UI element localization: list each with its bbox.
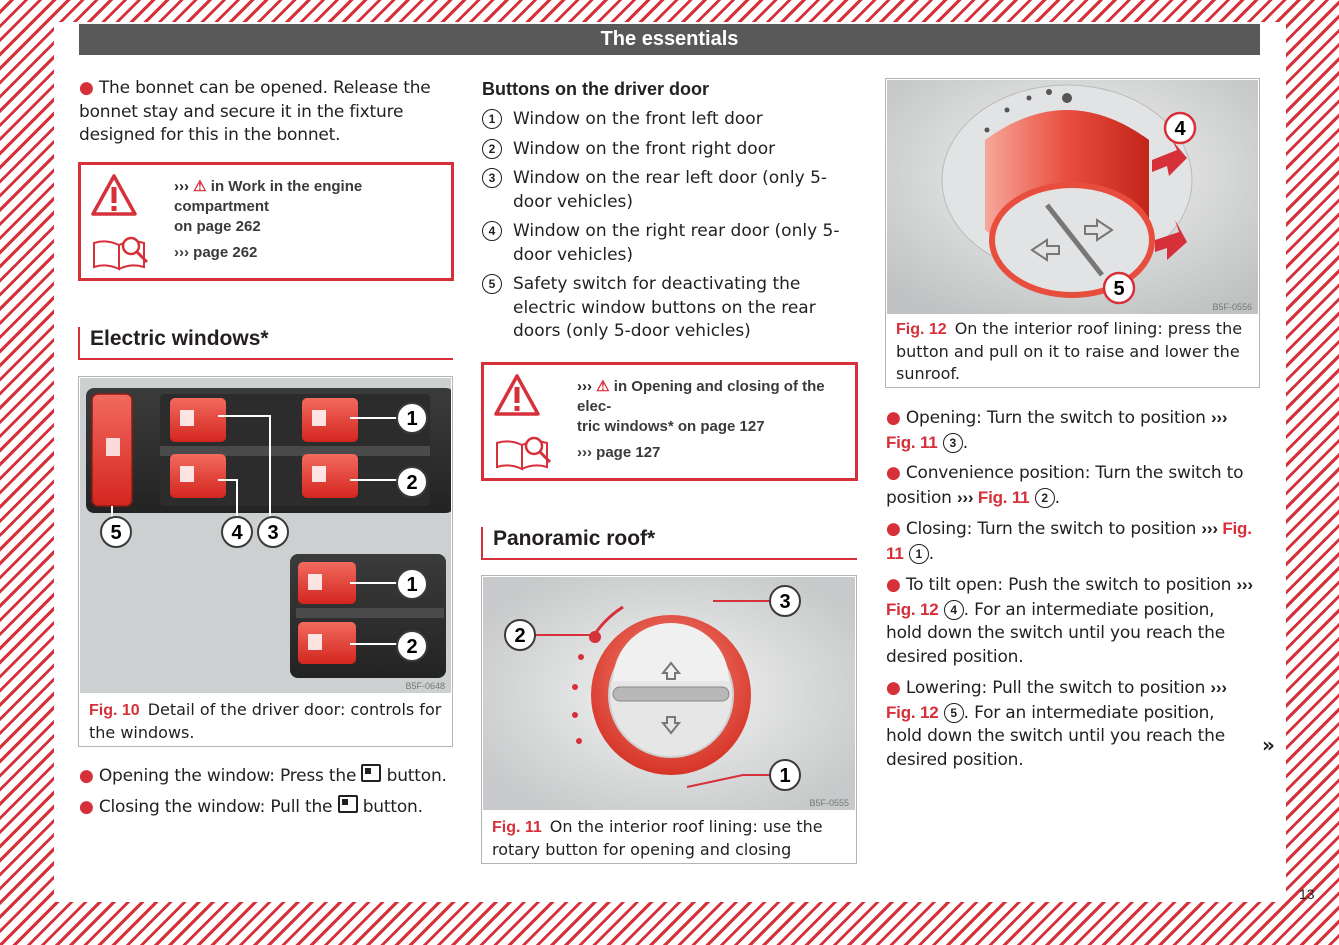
fig12-callout-4: 4	[1174, 118, 1186, 140]
window-button-icon	[361, 764, 382, 782]
manual-book-icon	[496, 436, 552, 471]
figure-11-code: B5F-0555	[809, 798, 849, 808]
manual-reference[interactable]: ››› page 127	[577, 444, 661, 461]
roof-bullets: ● Opening: Turn the switch to position ›…	[886, 408, 1253, 770]
fig-link[interactable]: Fig. 11	[977, 487, 1030, 507]
warning-box-windows: ››› ⚠ in Opening and closing of the elec…	[481, 362, 858, 481]
section-title-panoramic-roof: Panoramic roof*	[481, 527, 857, 560]
page-header: The essentials	[79, 24, 1260, 55]
figure-12-code: B5F-0556	[1212, 302, 1252, 312]
manual-book-icon	[93, 236, 149, 271]
page-number: 13	[1299, 886, 1315, 902]
bonnet-text: The bonnet can be opened. Release the bo…	[79, 78, 431, 145]
figure-10-image: 1 2 4 3 5 1 2 B5F-0648	[80, 378, 451, 693]
fig11-callout-1: 1	[779, 765, 790, 787]
warning-triangle-icon	[494, 374, 540, 416]
section-title-electric-windows: Electric windows*	[78, 327, 453, 360]
fig-link[interactable]: Fig. 12	[886, 599, 939, 619]
fig-link[interactable]: Fig. 11	[886, 432, 938, 452]
fig10-callout-2: 2	[406, 472, 417, 494]
fig10-callout-2b: 2	[406, 636, 417, 658]
continued-icon: »	[1262, 733, 1275, 757]
fig10-callout-3: 3	[267, 522, 278, 544]
fig10-callout-5: 5	[110, 522, 121, 544]
fig10-callout-1: 1	[406, 408, 417, 430]
fig-link[interactable]: Fig. 12	[886, 702, 939, 722]
fig11-callout-3: 3	[779, 591, 790, 613]
fig10-callout-1b: 1	[406, 574, 417, 596]
fig12-callout-5: 5	[1113, 278, 1124, 300]
window-button-icon	[337, 794, 358, 813]
manual-reference[interactable]: ››› page 262	[174, 244, 258, 261]
bonnet-paragraph: ● The bonnet can be opened. Release the …	[79, 78, 431, 145]
driver-door-heading: Buttons on the driver door	[482, 79, 709, 99]
fig-link[interactable]: Fig. 11	[886, 519, 1252, 563]
warning-text: ››› ⚠ in Opening and closing of the elec…	[577, 378, 825, 435]
fig11-callout-2: 2	[514, 625, 525, 647]
warning-triangle-icon	[91, 174, 137, 216]
figure-12-image: 4 5 B5F-0556	[887, 80, 1258, 314]
figure-10-code: B5F-0648	[405, 681, 445, 691]
fig10-callout-4: 4	[231, 522, 243, 544]
window-bullets: ● Opening the window: Press the button. …	[79, 764, 447, 817]
figure-11-image: 2 3 1 B5F-0555	[483, 577, 855, 810]
